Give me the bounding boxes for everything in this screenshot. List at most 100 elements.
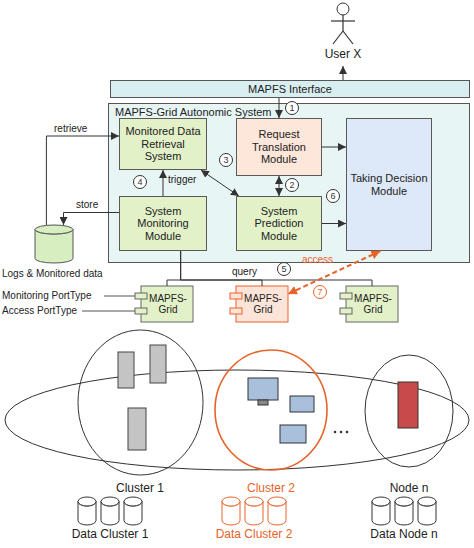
module-box: System Prediction Module [236, 196, 322, 251]
port-line [82, 311, 135, 312]
connector [64, 213, 120, 226]
callout-number: 3 [219, 153, 233, 167]
connector [167, 251, 181, 286]
cluster-outline [78, 330, 203, 475]
actor-limb [343, 31, 353, 44]
actor-limb [342, 15, 343, 31]
cluster-ellipse-outline [78, 330, 203, 475]
module-box: Monitored Data Retrieval System [119, 118, 207, 170]
node-text: Node n [359, 482, 459, 496]
text-label: Access PortType [2, 305, 77, 317]
connector [279, 98, 280, 118]
cylinder-top [78, 497, 96, 506]
cylinder-top [35, 225, 73, 234]
cylinder-top [222, 497, 240, 506]
module-box: Request Translation Module [236, 118, 322, 176]
connector [201, 170, 239, 196]
component-port [135, 293, 147, 299]
connector [163, 170, 164, 196]
ellipsis-dot [334, 431, 337, 434]
node-text: Taking Decision Module [347, 119, 431, 250]
module-box: Taking Decision Module [346, 118, 432, 251]
cluster-ellipse-outline [365, 355, 453, 467]
callout-number: 5 [277, 262, 291, 276]
module-box: System Monitoring Module [119, 196, 207, 251]
node-text: Request Translation Module [237, 119, 321, 175]
data-store: Data Cluster 1 [78, 497, 142, 525]
text-label: Monitoring PortType [2, 290, 92, 302]
actor-limb [333, 31, 343, 44]
connector [279, 176, 280, 196]
database-outline [35, 225, 73, 263]
data-store-outline [78, 497, 142, 525]
cluster-ellipse: Node n [365, 355, 453, 467]
node-text: Data Cluster 1 [60, 528, 160, 542]
ellipsis-dot [346, 431, 349, 434]
cluster-outline [365, 355, 453, 467]
node-text: User X [308, 48, 378, 62]
server-symbol [398, 382, 418, 428]
text-label: query [232, 266, 257, 278]
edge-label: trigger [168, 174, 196, 186]
cylinder-top [268, 497, 286, 506]
node-text: System Monitoring Module [120, 197, 206, 250]
port-line [104, 296, 135, 297]
actor-limb [331, 20, 355, 21]
cylinder-body [35, 230, 73, 264]
data-store: Data Cluster 2 [222, 497, 286, 525]
node-text: Monitored Data Retrieval System [120, 119, 206, 169]
grid-component: MAPFS- Grid [338, 286, 398, 322]
component-body [346, 286, 398, 322]
component-port [135, 308, 147, 314]
node-text: MAPFS Interface [111, 81, 469, 97]
node-text: Data Node n [354, 528, 454, 542]
server-symbol [128, 408, 146, 450]
cylinder-top [418, 497, 436, 506]
cylinder-top [245, 497, 263, 506]
cluster-outline [215, 350, 327, 470]
node-text: Cluster 1 [90, 482, 190, 496]
callout-number: 2 [285, 178, 299, 192]
component-port [230, 308, 242, 314]
grid-component: MAPFS- Grid [133, 286, 193, 322]
cylinder-top [395, 497, 413, 506]
callout-number: 1 [285, 101, 299, 115]
computer-stand [258, 400, 268, 405]
data-store-outline [372, 497, 436, 525]
edge-label: retrieve [54, 123, 87, 135]
cluster-ellipse: Cluster 2 [215, 350, 327, 470]
callout-number: 4 [133, 175, 147, 189]
node-text: MAPFS-Grid Autonomic System [115, 106, 272, 119]
database: Logs & Monitored data [35, 225, 73, 263]
connector [181, 251, 372, 286]
computer-symbol [290, 396, 314, 412]
actor-head [337, 3, 349, 15]
connector [322, 223, 346, 224]
node-text: Data Cluster 2 [204, 528, 304, 542]
data-store-outline [222, 497, 286, 525]
connector [288, 251, 380, 294]
component-port [230, 293, 242, 299]
component-body [236, 286, 288, 322]
connector [343, 66, 344, 80]
component-port [340, 293, 352, 299]
node-text: MAPFS- Grid [238, 286, 288, 322]
node-text: System Prediction Module [237, 197, 321, 250]
component-body [141, 286, 193, 322]
grid-component: MAPFS- Grid [228, 286, 288, 322]
computer-symbol [248, 378, 278, 400]
ellipsis-dot [340, 431, 343, 434]
interface-box: MAPFS Interface [110, 80, 470, 98]
edge-label: store [76, 199, 98, 211]
text-label: access [302, 254, 333, 266]
computer-symbol [280, 425, 306, 443]
connector [46, 136, 119, 225]
cylinder-top [124, 497, 142, 506]
cylinder-top [101, 497, 119, 506]
node-text: MAPFS- Grid [143, 286, 193, 322]
node-text: Cluster 2 [221, 482, 321, 496]
node-text: MAPFS- Grid [348, 286, 398, 322]
callout-number: 7 [313, 285, 327, 299]
